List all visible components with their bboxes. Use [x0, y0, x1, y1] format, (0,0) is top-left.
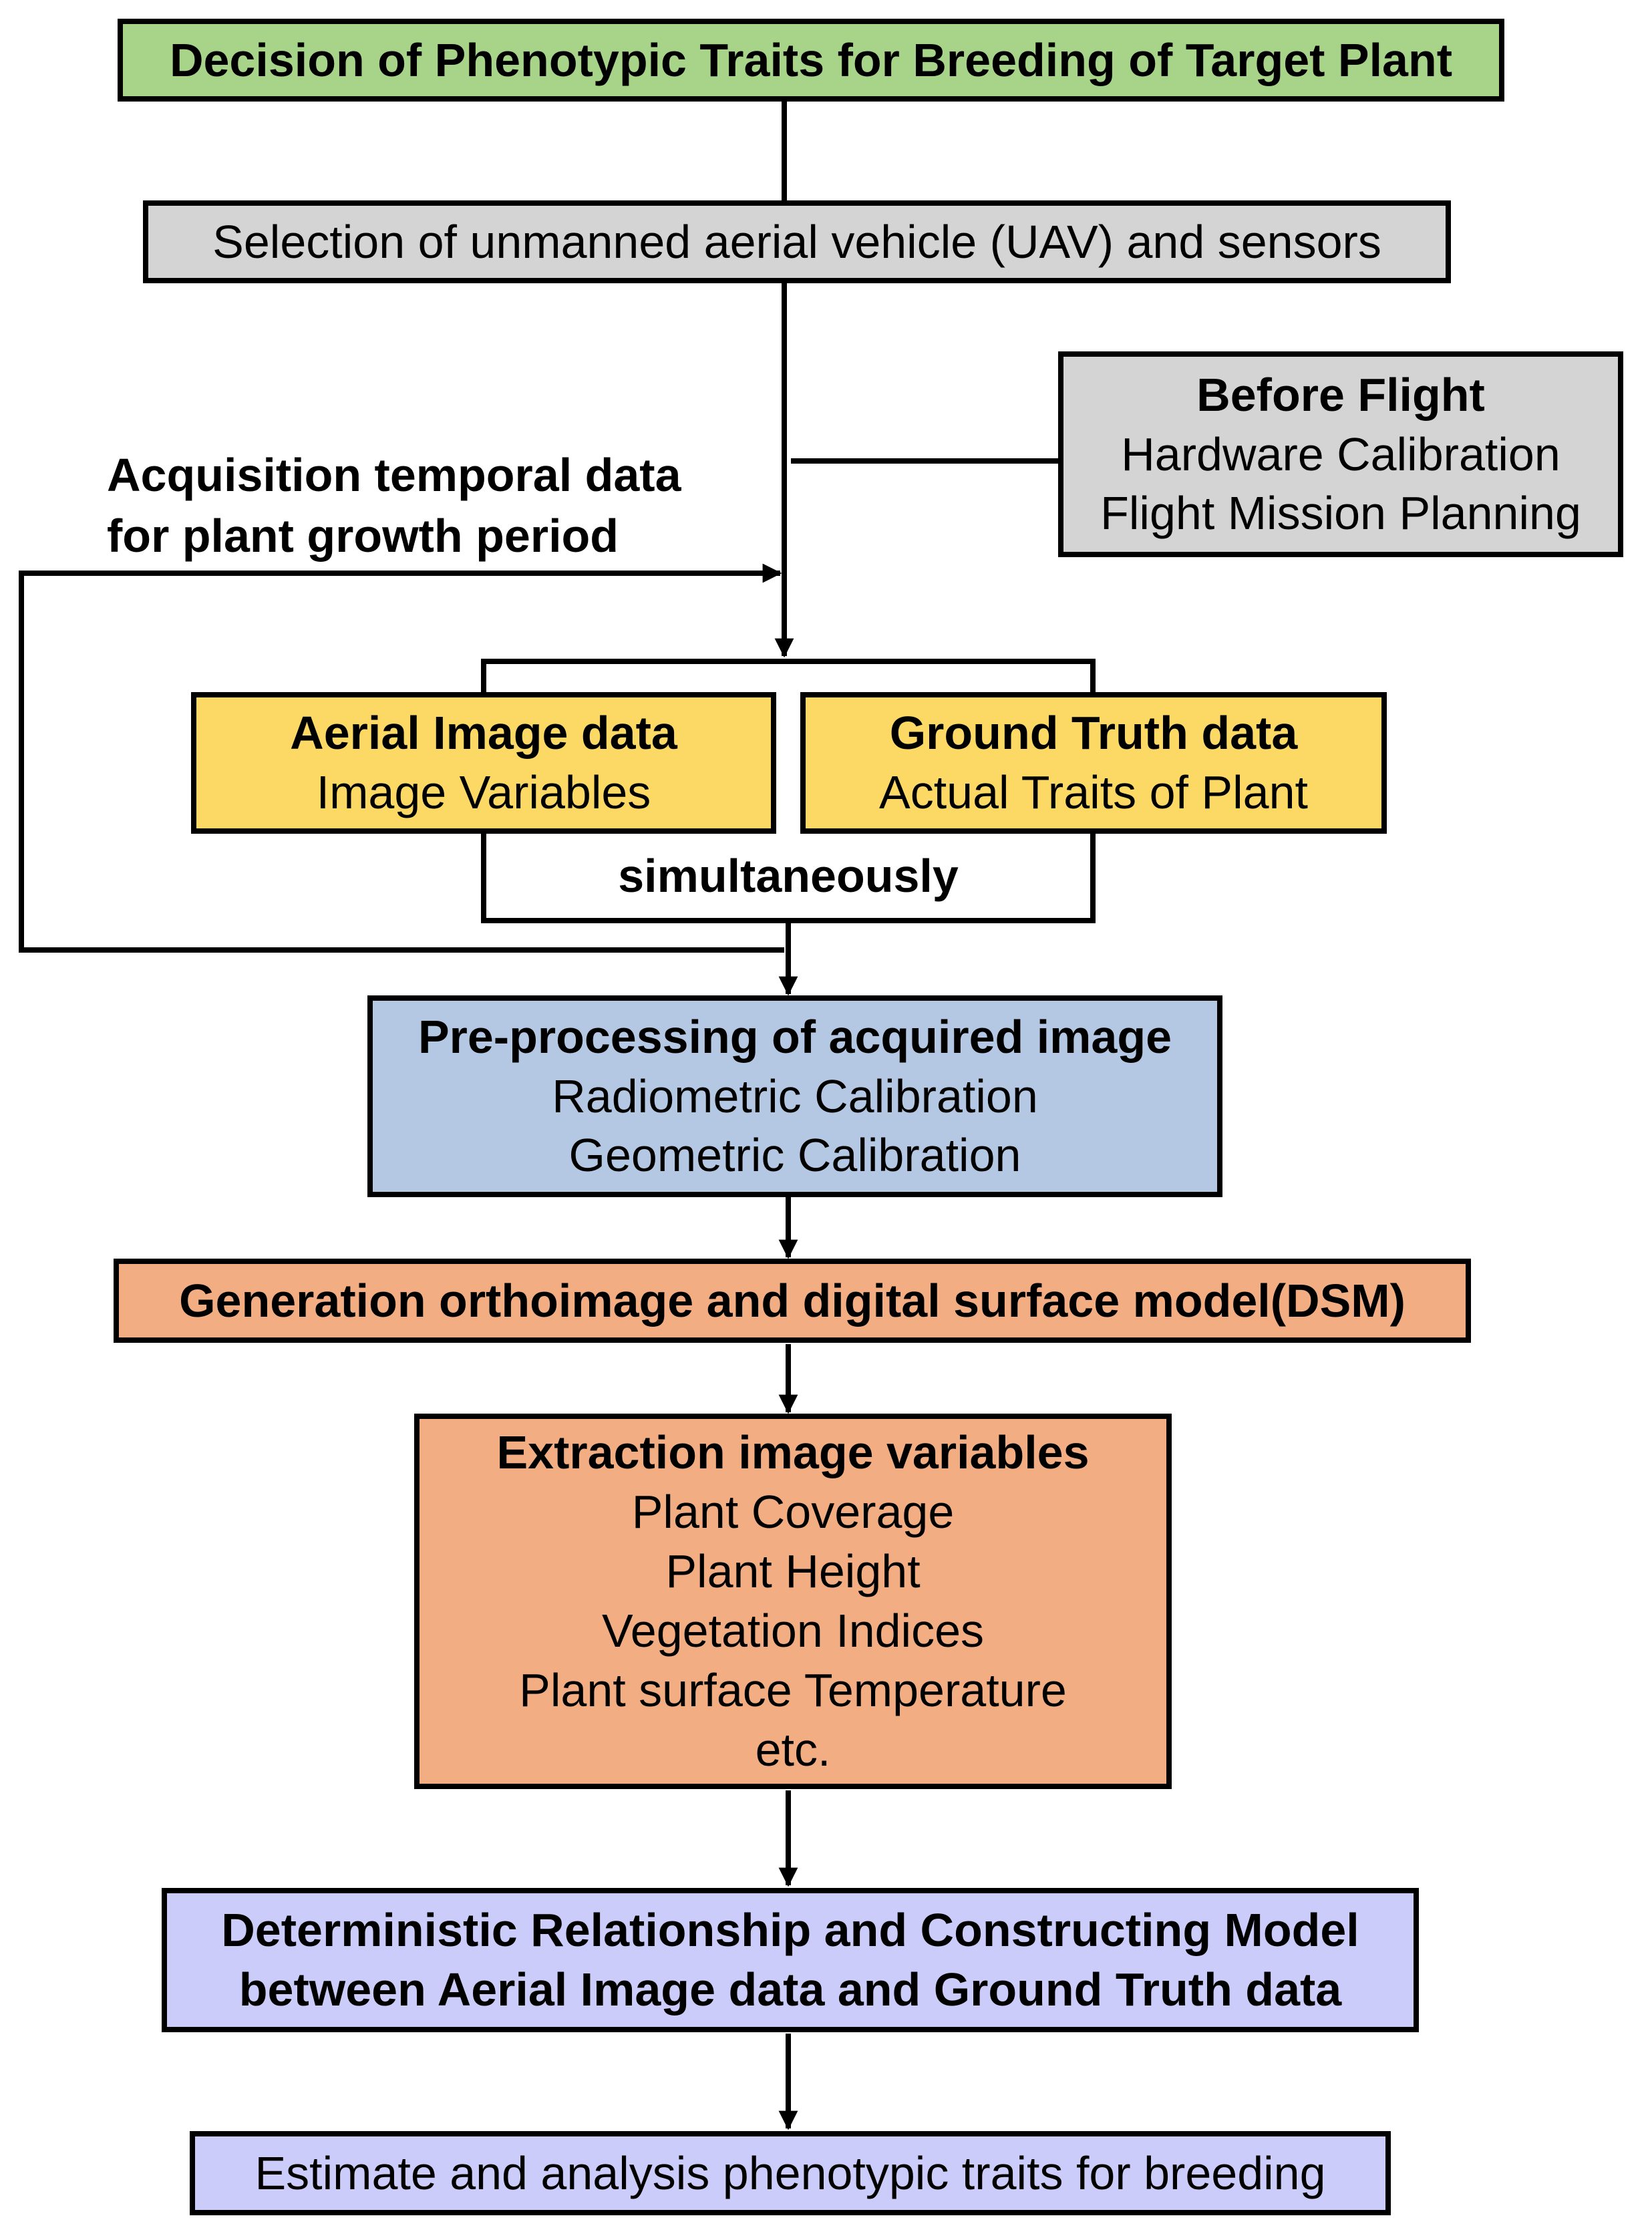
- estimate-title: Estimate and analysis phenotypic traits …: [255, 2146, 1326, 2199]
- extraction-item: Plant surface Temperature: [519, 1663, 1067, 1716]
- extraction-item: Vegetation Indices: [601, 1605, 985, 1657]
- preprocessing-title: Pre-processing of acquired image: [418, 1010, 1172, 1063]
- model-line: between Aerial Image data and Ground Tru…: [238, 1963, 1342, 2016]
- generation-title: Generation orthoimage and digital surfac…: [179, 1274, 1406, 1327]
- ground-truth-subtitle: Actual Traits of Plant: [879, 766, 1308, 818]
- selection-title: Selection of unmanned aerial vehicle (UA…: [212, 215, 1381, 268]
- preprocessing-item: Geometric Calibration: [568, 1129, 1021, 1182]
- before-flight-item: Hardware Calibration: [1121, 428, 1560, 480]
- simultaneously-label: simultaneously: [484, 846, 1093, 907]
- extraction-item: etc.: [755, 1723, 831, 1776]
- before-flight-item: Flight Mission Planning: [1100, 487, 1581, 540]
- aerial-image-title: Aerial Image data: [290, 707, 677, 760]
- aerial-image-box: Aerial Image data Image Variables: [191, 692, 776, 834]
- temporal-label-line: for plant growth period: [107, 510, 619, 562]
- extraction-item: Plant Height: [665, 1545, 921, 1598]
- decision-title: Decision of Phenotypic Traits for Breedi…: [169, 33, 1453, 86]
- temporal-label: Acquisition temporal data for plant grow…: [107, 445, 681, 567]
- simultaneously-text: simultaneously: [618, 850, 959, 902]
- before-flight-title: Before Flight: [1196, 368, 1485, 421]
- temporal-label-line: Acquisition temporal data: [107, 449, 681, 501]
- extraction-box: Extraction image variables Plant Coverag…: [414, 1414, 1172, 1789]
- preprocessing-item: Radiometric Calibration: [552, 1070, 1038, 1122]
- selection-box: Selection of unmanned aerial vehicle (UA…: [143, 200, 1451, 283]
- model-line: Deterministic Relationship and Construct…: [221, 1904, 1359, 1957]
- ground-truth-title: Ground Truth data: [889, 707, 1298, 760]
- before-flight-box: Before Flight Hardware Calibration Fligh…: [1058, 351, 1623, 557]
- ground-truth-box: Ground Truth data Actual Traits of Plant: [800, 692, 1387, 834]
- decision-box: Decision of Phenotypic Traits for Breedi…: [118, 19, 1504, 102]
- model-box: Deterministic Relationship and Construct…: [162, 1888, 1419, 2032]
- estimate-box: Estimate and analysis phenotypic traits …: [190, 2131, 1391, 2215]
- aerial-image-subtitle: Image Variables: [316, 766, 651, 818]
- generation-box: Generation orthoimage and digital surfac…: [114, 1259, 1471, 1343]
- extraction-item: Plant Coverage: [631, 1486, 955, 1539]
- preprocessing-box: Pre-processing of acquired image Radiome…: [367, 995, 1222, 1197]
- extraction-title: Extraction image variables: [496, 1426, 1090, 1479]
